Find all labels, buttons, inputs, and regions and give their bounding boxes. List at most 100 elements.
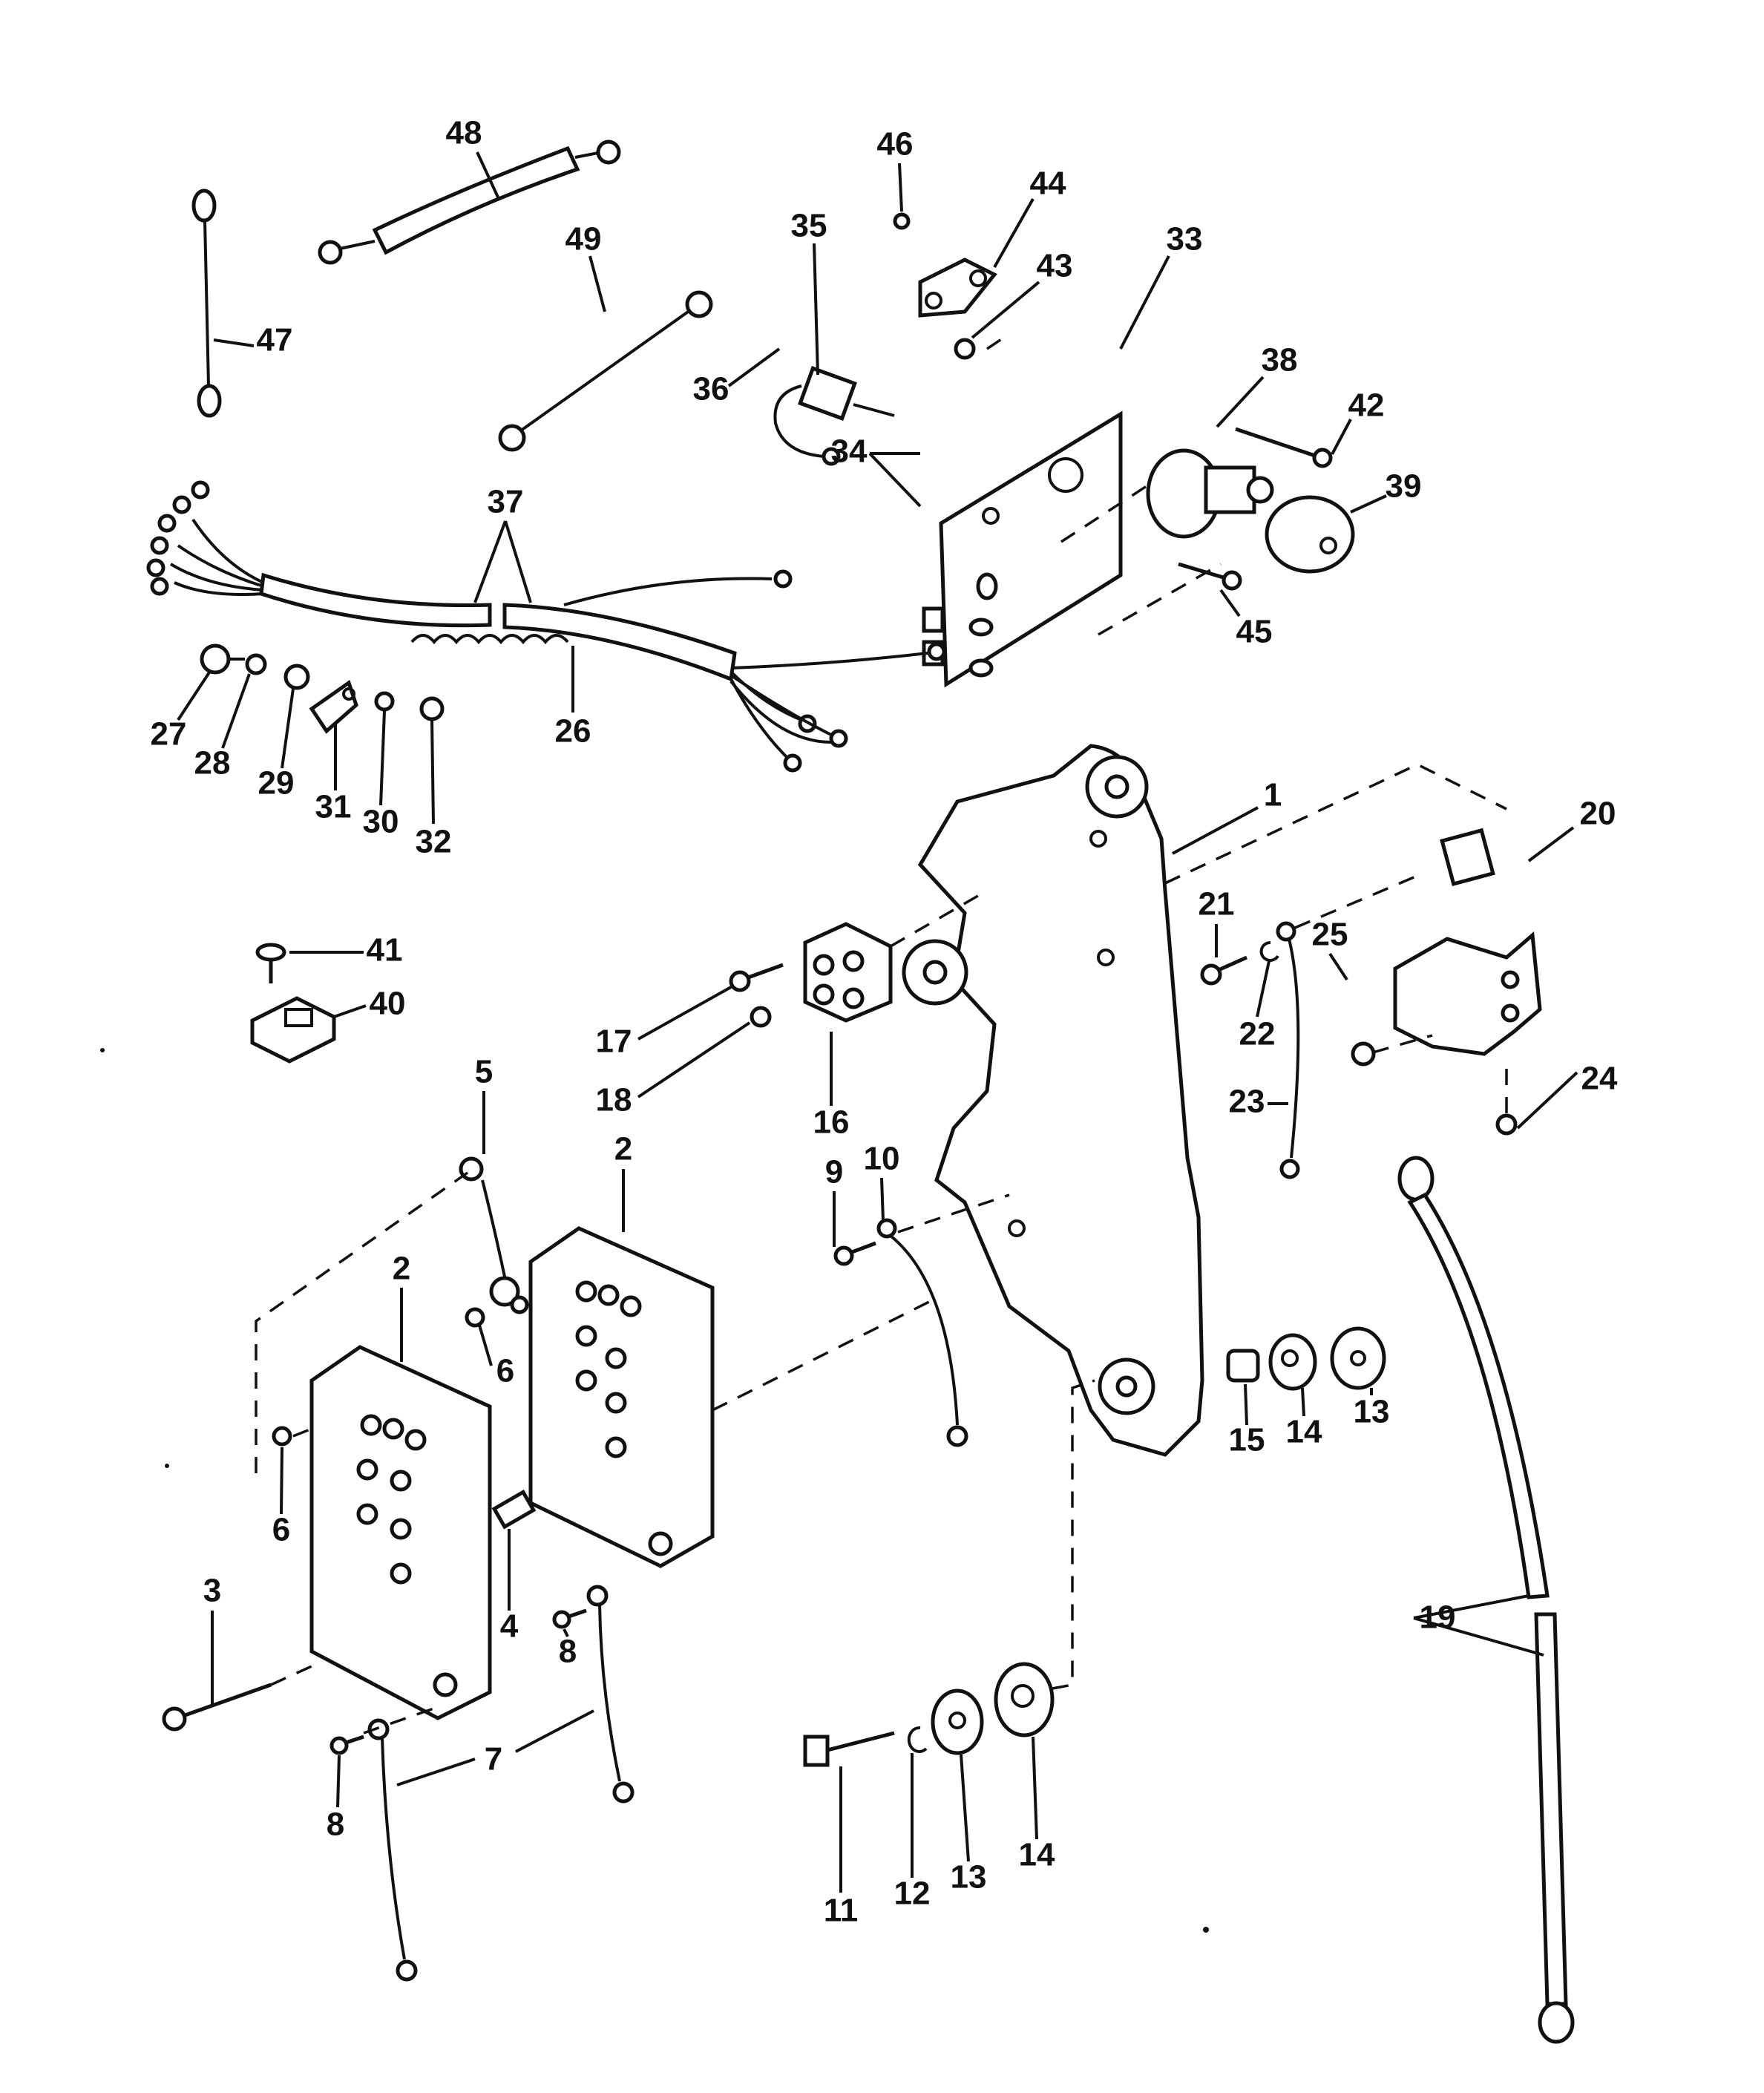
callout-49: 49	[565, 221, 602, 258]
nut-6-upper	[465, 1307, 485, 1328]
callout-23: 23	[1229, 1084, 1265, 1120]
callout-14: 14	[1019, 1837, 1055, 1873]
screw-8-lower	[329, 1735, 364, 1755]
callout-46: 46	[877, 126, 914, 163]
ground-lead-10	[876, 1218, 968, 1447]
washer-13-right	[1330, 1326, 1386, 1390]
callout-30: 30	[363, 804, 399, 840]
callout-19: 19	[1420, 1599, 1456, 1636]
callout-43: 43	[1037, 248, 1073, 284]
screw-42	[1235, 427, 1333, 468]
switch-bracket-44	[918, 258, 997, 318]
callout-5: 5	[475, 1054, 493, 1090]
callout-37: 37	[488, 484, 524, 520]
switch-box-2-lower	[309, 1345, 492, 1720]
callout-32: 32	[416, 824, 452, 860]
wiring-harness-37	[146, 480, 946, 773]
callout-48: 48	[446, 115, 482, 151]
callout-17: 17	[596, 1023, 632, 1060]
callout-26: 26	[555, 713, 591, 750]
scan-speck	[1203, 1927, 1209, 1933]
callout-27: 27	[151, 716, 187, 753]
clamp-31	[309, 680, 358, 734]
wire-sleeve-26	[410, 634, 569, 645]
callout-33: 33	[1167, 221, 1203, 258]
callout-14: 14	[1286, 1414, 1322, 1450]
callout-42: 42	[1348, 387, 1385, 424]
nut-29	[283, 664, 310, 690]
grommet-14-right	[1268, 1333, 1317, 1391]
screw-27	[200, 643, 245, 675]
callout-15: 15	[1229, 1422, 1265, 1458]
grommet-14-bottom	[994, 1662, 1055, 1737]
callout-1: 1	[1264, 777, 1282, 813]
ground-leads-7	[367, 1585, 635, 1982]
scan-speck	[165, 1464, 169, 1468]
lock-washer-22	[1259, 940, 1279, 962]
callout-29: 29	[258, 765, 295, 802]
callout-47: 47	[257, 322, 293, 358]
callout-25: 25	[1312, 917, 1348, 953]
bolt-11	[803, 1731, 895, 1767]
lock-washer-12	[907, 1726, 928, 1753]
callout-8: 8	[559, 1634, 577, 1670]
callout-28: 28	[194, 745, 231, 782]
callout-34: 34	[831, 433, 868, 470]
screw-41	[255, 943, 286, 983]
screw-17	[729, 963, 784, 992]
nut-6-lower	[272, 1426, 292, 1447]
callout-11: 11	[824, 1893, 859, 1929]
callout-18: 18	[596, 1082, 632, 1118]
callout-40: 40	[370, 986, 406, 1022]
callout-13: 13	[1354, 1394, 1390, 1430]
callout-24: 24	[1581, 1061, 1618, 1097]
jumper-lead-5	[459, 1156, 529, 1314]
switch-knob-39	[1265, 495, 1355, 574]
lead-47	[191, 189, 222, 418]
callout-44: 44	[1030, 166, 1066, 202]
bushing-15	[1226, 1349, 1260, 1383]
callout-6: 6	[272, 1512, 290, 1548]
callouts: 1 2 2 3 4 5 6 6 7 8 8 9 10 11 12 13 13 1…	[151, 115, 1618, 1929]
lead-49	[498, 290, 713, 452]
ignition-switch-38	[1146, 448, 1274, 539]
callout-38: 38	[1262, 342, 1298, 379]
screw-46	[893, 212, 911, 230]
spacer-4	[491, 1489, 537, 1530]
control-panel-33	[922, 410, 1123, 688]
nut-25	[1351, 1041, 1376, 1067]
callout-45: 45	[1236, 614, 1273, 650]
nut-32	[419, 696, 445, 721]
screw-21	[1200, 955, 1248, 986]
callout-35: 35	[791, 208, 827, 244]
nut-18	[750, 1006, 772, 1028]
toggle-switch-35	[773, 366, 895, 466]
callout-41: 41	[367, 932, 403, 969]
scan-speck	[100, 1048, 105, 1052]
callout-36: 36	[693, 371, 729, 407]
rectifier-16	[803, 922, 893, 1023]
callout-20: 20	[1580, 796, 1616, 832]
callout-9: 9	[825, 1154, 843, 1190]
callout-6: 6	[496, 1353, 514, 1389]
nut-43	[954, 338, 976, 360]
callout-39: 39	[1386, 468, 1422, 505]
callout-16: 16	[813, 1104, 850, 1141]
sleeved-lead-48	[318, 140, 621, 265]
starter-solenoid-20	[1393, 828, 1542, 1056]
washer-13-bottom	[931, 1689, 984, 1755]
callout-21: 21	[1199, 886, 1235, 923]
terminal-block-40	[250, 996, 336, 1064]
switch-box-2-upper	[528, 1226, 715, 1568]
callout-12: 12	[894, 1876, 931, 1912]
callout-2: 2	[614, 1131, 632, 1167]
callout-10: 10	[864, 1141, 900, 1177]
callout-8: 8	[327, 1807, 344, 1843]
washer-28	[245, 653, 267, 675]
screw-9	[833, 1241, 876, 1266]
mounting-bracket-1	[902, 744, 1204, 1457]
callout-7: 7	[485, 1741, 502, 1778]
screw-45	[1178, 562, 1242, 591]
screw-8-upper	[552, 1608, 587, 1629]
